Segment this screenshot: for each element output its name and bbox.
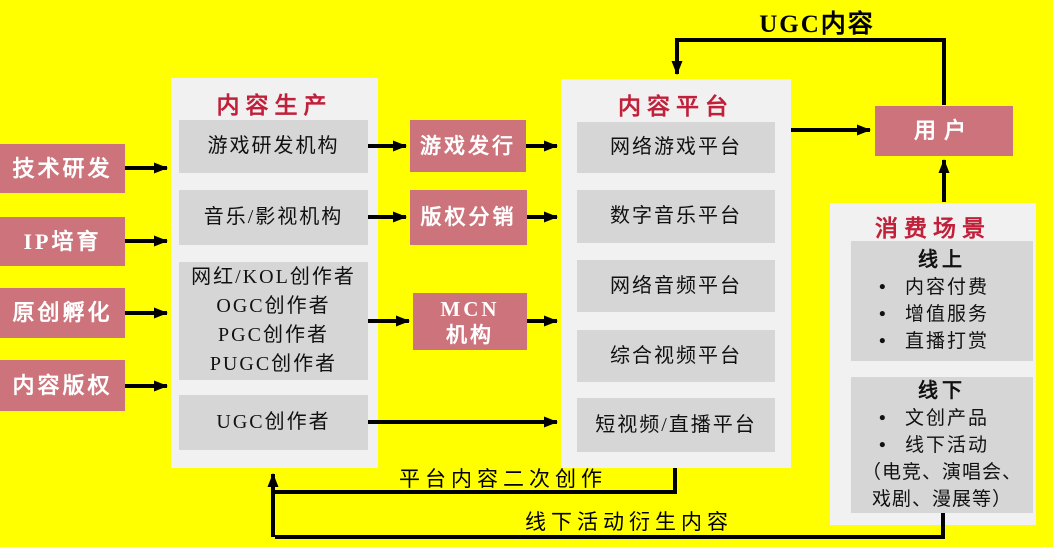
platform-online-audio: 网络音频平台 bbox=[577, 260, 775, 312]
middleman-label: 机构 bbox=[446, 322, 494, 347]
online-bullet-item: • 内容付费 bbox=[851, 274, 1033, 301]
input-box-ip-cultivation: IP培育 bbox=[0, 217, 125, 266]
offline-bullet-item: • 线下活动 bbox=[851, 432, 1033, 459]
platform-label: 网络音频平台 bbox=[610, 274, 742, 297]
input-box-original-incubation: 原创孵化 bbox=[0, 288, 125, 338]
producer-label: 网红/KOL创作者 bbox=[191, 266, 356, 288]
middleman-mcn-agency: MCN 机构 bbox=[413, 293, 527, 350]
offline-note: 戏剧、漫展等） bbox=[871, 488, 1012, 510]
producer-creators-group: 网红/KOL创作者 OGC创作者 PGC创作者 PUGC创作者 bbox=[179, 262, 368, 380]
platform-label: 短视频/直播平台 bbox=[595, 413, 757, 436]
middleman-copyright-distribution: 版权分销 bbox=[410, 190, 527, 245]
ugc-content-flow-label: UGC内容 bbox=[759, 11, 875, 38]
producer-label: 音乐/影视机构 bbox=[203, 206, 344, 228]
bullet-dot: • bbox=[879, 331, 888, 352]
bullet-dot: • bbox=[879, 434, 888, 456]
producer-ugc-creators: UGC创作者 bbox=[179, 395, 368, 450]
user-box: 用户 bbox=[875, 106, 1013, 156]
input-label: 原创孵化 bbox=[12, 300, 113, 326]
bullet-label: 线下活动 bbox=[905, 434, 990, 456]
platform-label: 数字音乐平台 bbox=[610, 205, 742, 227]
content-platform-container: 内容平台 网络游戏平台 数字音乐平台 网络音频平台 综合视频平台 短视频/直播平… bbox=[561, 79, 791, 468]
content-production-container: 内容生产 游戏研发机构 音乐/影视机构 网红/KOL创作者 OGC创作者 PGC… bbox=[171, 78, 378, 468]
platform-short-video-live: 短视频/直播平台 bbox=[577, 398, 775, 452]
platform-comprehensive-video: 综合视频平台 bbox=[577, 330, 775, 382]
bullet-label: 内容付费 bbox=[905, 277, 990, 298]
producer-game-rd: 游戏研发机构 bbox=[179, 120, 368, 173]
offline-consumption-box: 线下 • 文创产品 • 线下活动 （电竞、演唱会、 戏剧、漫展等） bbox=[851, 377, 1033, 513]
producer-label: UGC创作者 bbox=[216, 411, 331, 433]
bullet-dot: • bbox=[879, 407, 888, 429]
input-label: 技术研发 bbox=[12, 155, 113, 181]
middleman-game-publishing: 游戏发行 bbox=[410, 120, 526, 172]
input-box-content-copyright: 内容版权 bbox=[0, 360, 125, 411]
platform-online-game: 网络游戏平台 bbox=[577, 122, 775, 173]
platform-label: 网络游戏平台 bbox=[610, 136, 742, 158]
online-title: 线上 bbox=[918, 249, 966, 271]
producer-music-film: 音乐/影视机构 bbox=[179, 190, 368, 245]
producer-label: 游戏研发机构 bbox=[207, 135, 340, 157]
middleman-label: 版权分销 bbox=[420, 205, 517, 230]
producer-label: OGC创作者 bbox=[216, 295, 331, 317]
bullet-dot: • bbox=[879, 304, 888, 325]
content-production-title: 内容生产 bbox=[216, 93, 333, 118]
consumption-scenario-container: 消费场景 线上 • 内容付费 • 增值服务 • 直播打赏 线下 • 文创产品 • 线下活动… bbox=[830, 203, 1036, 525]
input-label: IP培育 bbox=[23, 228, 102, 254]
offline-bullet-item: • 文创产品 bbox=[851, 405, 1033, 432]
platform-label: 综合视频平台 bbox=[610, 344, 742, 367]
producer-label: PGC创作者 bbox=[218, 324, 329, 346]
online-consumption-box: 线上 • 内容付费 • 增值服务 • 直播打赏 bbox=[851, 241, 1033, 361]
middleman-label: 游戏发行 bbox=[420, 133, 516, 158]
offline-title: 线下 bbox=[918, 379, 966, 402]
bullet-dot: • bbox=[879, 277, 888, 298]
producer-label: PUGC创作者 bbox=[209, 353, 338, 375]
middleman-label: MCN bbox=[440, 296, 500, 321]
bullet-label: 文创产品 bbox=[905, 407, 990, 429]
platform-secondary-creation-flow-label: 平台内容二次创作 bbox=[399, 467, 607, 491]
offline-derived-content-flow-label: 线下活动衍生内容 bbox=[525, 510, 733, 534]
user-label: 用户 bbox=[913, 118, 974, 144]
platform-digital-music: 数字音乐平台 bbox=[577, 190, 775, 243]
consumption-scenario-title: 消费场景 bbox=[875, 216, 991, 241]
input-box-tech-rd: 技术研发 bbox=[0, 144, 125, 193]
content-platform-title: 内容平台 bbox=[618, 94, 734, 119]
input-label: 内容版权 bbox=[12, 372, 113, 398]
bullet-label: 增值服务 bbox=[905, 304, 990, 325]
online-bullet-item: • 直播打赏 bbox=[851, 328, 1033, 355]
bullet-label: 直播打赏 bbox=[905, 331, 990, 352]
offline-note: （电竞、演唱会、 bbox=[861, 461, 1022, 483]
online-bullet-item: • 增值服务 bbox=[851, 301, 1033, 328]
